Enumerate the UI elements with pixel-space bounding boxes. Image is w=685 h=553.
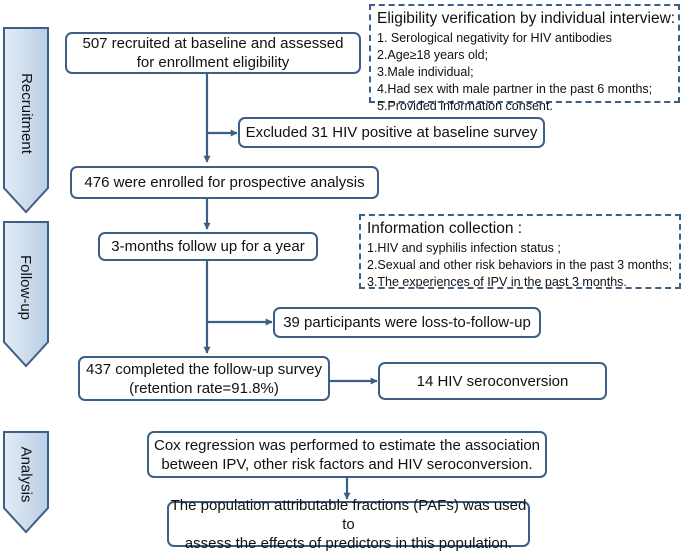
excluded-text: Excluded 31 HIV positive at baseline sur… — [245, 124, 538, 141]
seroconversion-box: 14 HIV seroconversion — [378, 362, 607, 400]
cox-line: between IPV, other risk factors and HIV … — [161, 455, 533, 473]
information-item: 3.The experiences of IPV in the past 3 m… — [367, 275, 627, 289]
eligibility-item: 1. Serological negativity for HIV antibo… — [377, 31, 612, 45]
enrolled-text: 476 were enrolled for prospective analys… — [84, 174, 365, 191]
followup-box: 3-months follow up for a year — [98, 232, 318, 261]
excluded-box: Excluded 31 HIV positive at baseline sur… — [238, 117, 545, 148]
recruited-box: 507 recruited at baseline and assessed f… — [65, 32, 361, 74]
recruitment-phase-arrow — [3, 27, 49, 214]
recruitment-phase-label: Recruitment — [17, 72, 35, 154]
paf-box: The population attributable fractions (P… — [167, 497, 530, 552]
followup-text: 3-months follow up for a year — [111, 238, 305, 255]
lost-to-followup-box: 39 participants were loss-to-follow-up — [273, 307, 541, 338]
cox-regression-box: Cox regression was performed to estimate… — [147, 431, 547, 478]
cox-line: Cox regression was performed to estimate… — [153, 436, 540, 454]
completed-line: 437 completed the follow-up survey — [86, 360, 322, 378]
eligibility-title: Eligibility verification by individual i… — [377, 10, 676, 27]
eligibility-criteria-box: Eligibility verification by individual i… — [369, 4, 680, 113]
recruited-line: 507 recruited at baseline and assessed — [82, 35, 344, 52]
eligibility-item: 4.Had sex with male partner in the past … — [377, 82, 653, 96]
completed-line: (retention rate=91.8%) — [129, 379, 279, 397]
eligibility-item: 5.Provided information consent. — [377, 99, 553, 113]
eligibility-item: 2.Age≥18 years old; — [377, 48, 489, 62]
lost-text: 39 participants were loss-to-follow-up — [283, 314, 531, 331]
analysis-phase-arrow — [3, 431, 49, 534]
recruited-line: for enrollment eligibility — [136, 54, 290, 71]
enrolled-box: 476 were enrolled for prospective analys… — [70, 166, 379, 199]
completed-box: 437 completed the follow-up survey (rete… — [78, 356, 330, 401]
information-collection-box: Information collection : 1.HIV and syphi… — [359, 214, 681, 289]
analysis-phase-label: Analysis — [17, 446, 35, 502]
followup-phase-label: Follow-up — [17, 254, 35, 320]
information-item: 2.Sexual and other risk behaviors in the… — [367, 258, 673, 272]
followup-phase-arrow — [3, 221, 49, 368]
paf-line: The population attributable fractions (P… — [170, 496, 527, 533]
information-item: 1.HIV and syphilis infection status ; — [367, 241, 561, 255]
paf-line: assess the effects of predictors in this… — [184, 534, 513, 552]
eligibility-item: 3.Male individual; — [377, 65, 474, 79]
information-title: Information collection : — [367, 220, 523, 237]
seroconversion-text: 14 HIV seroconversion — [416, 372, 569, 390]
